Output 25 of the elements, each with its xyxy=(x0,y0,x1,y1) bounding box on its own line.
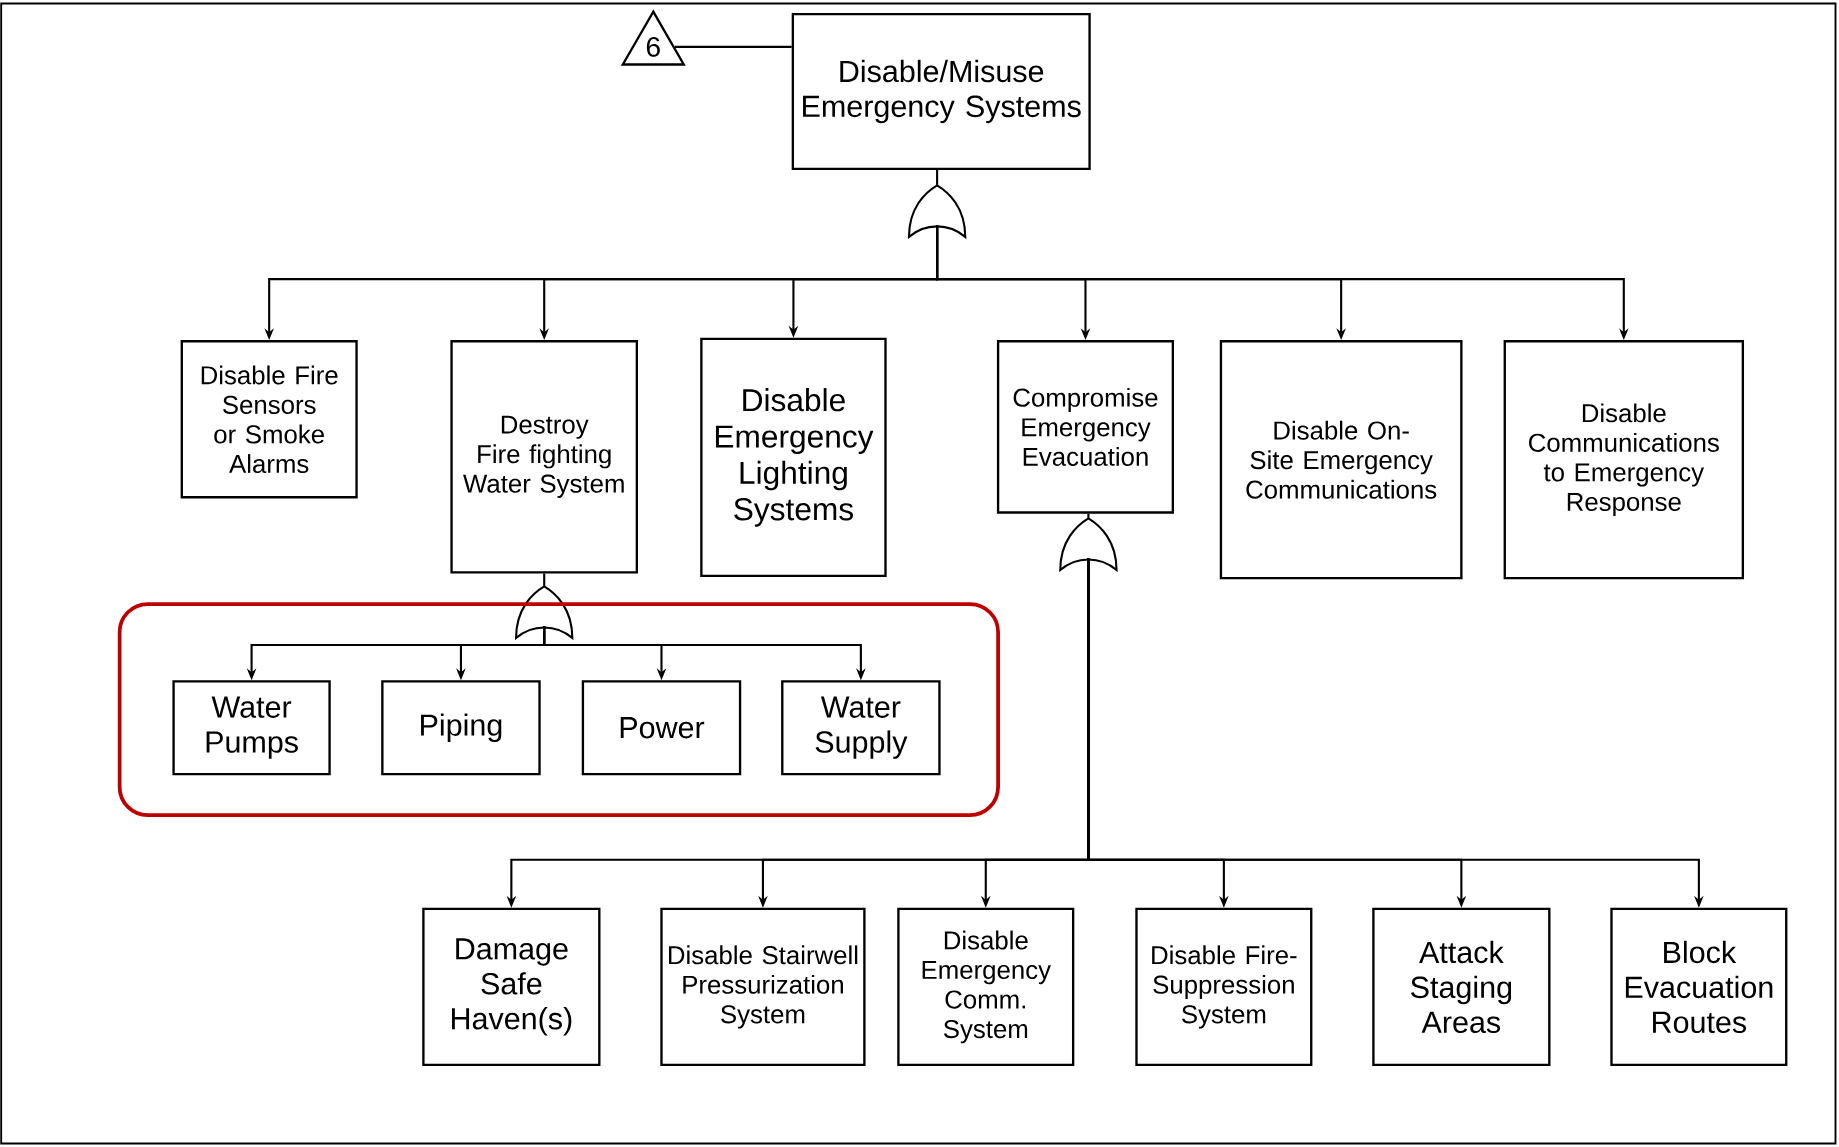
event-box: Disable Communications to Emergency Response xyxy=(1503,340,1745,580)
event-box: Compromise Emergency Evacuation xyxy=(996,340,1174,514)
event-box: Attack Staging Areas xyxy=(1372,907,1551,1067)
event-box: Disable Emergency Lighting Systems xyxy=(700,337,887,578)
event-box: Water Supply xyxy=(781,680,941,776)
event-box: Block Evacuation Routes xyxy=(1610,907,1788,1067)
event-box: Disable Fire-Suppression System xyxy=(1135,907,1313,1067)
connector xyxy=(674,45,792,48)
or-gate xyxy=(1059,517,1118,572)
event-box: Disable On-Site Emergency Communications xyxy=(1219,340,1463,580)
event-box: Power xyxy=(581,680,742,776)
event-box: Disable/Misuse Emergency Systems xyxy=(791,12,1091,171)
connector xyxy=(936,170,939,185)
or-gate xyxy=(907,184,967,238)
connector xyxy=(543,573,546,586)
event-box: Disable Stairwell Pressurization System xyxy=(660,907,866,1067)
event-box: Disable Fire Sensors or Smoke Alarms xyxy=(180,340,358,499)
event-box: Disable Emergency Comm. System xyxy=(897,907,1075,1067)
event-box: Water Pumps xyxy=(172,680,331,776)
or-gate xyxy=(515,585,574,640)
connector xyxy=(1087,513,1090,518)
event-box: Piping xyxy=(381,680,541,776)
group-outline xyxy=(117,602,1000,817)
event-box: Damage Safe Haven(s) xyxy=(422,907,601,1067)
event-box: Destroy Fire fighting Water System xyxy=(450,340,639,574)
